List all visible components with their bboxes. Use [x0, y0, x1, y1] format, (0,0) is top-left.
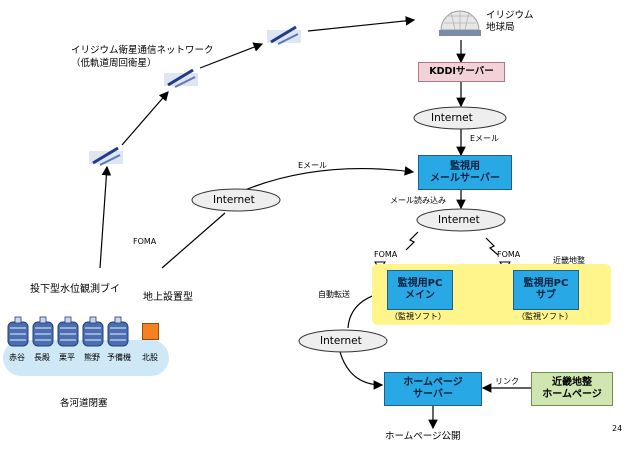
buoy-icon [32, 316, 54, 347]
cloud-internet-bottom [298, 329, 388, 353]
pc-sub-line1: 監視用PC [523, 278, 569, 289]
site-label: 長殿 [34, 353, 50, 362]
mail-server-line1: 監視用 [450, 160, 480, 172]
buoy-icon [57, 316, 79, 347]
homepage-server-line2: サーバー [413, 389, 453, 400]
site-label: 北股 [142, 353, 158, 362]
line-ground-to-internet [161, 212, 226, 269]
arrow-sat1-to-sat2 [121, 91, 169, 146]
kinki-homepage-line2: ホームページ [542, 389, 602, 400]
auto-forward-label: 自動転送 [318, 290, 350, 299]
site-label: 予備機 [107, 353, 131, 362]
arrow-sat3-to-station [307, 16, 416, 32]
site-label: 赤谷 [9, 353, 25, 362]
rivers-label: 各河道閉塞 [60, 398, 108, 409]
page-number: 24 [612, 424, 623, 433]
satellite-icon [164, 68, 198, 88]
kddi-server-label: KDDIサーバー [429, 66, 494, 78]
internet-top-label: Internet [431, 112, 473, 124]
buoy-icon [82, 316, 104, 347]
pc-main-box: 監視用PC メイン [387, 270, 453, 310]
homepage-server-line1: ホームページ [403, 377, 463, 388]
mail-server-line2: メールサーバー [430, 172, 500, 184]
kinki-homepage-box: 近畿地整 ホームページ [531, 372, 613, 406]
email-label-left: Eメール [298, 161, 328, 170]
pc-sub-line2: サブ [536, 290, 556, 301]
foma-pc1-label: FOMA [374, 250, 398, 259]
kddi-server-box: KDDIサーバー [418, 62, 505, 82]
site-label: 熊野 [84, 353, 100, 362]
satellite-network-subtitle: （低軌道周回衛星） [71, 58, 157, 69]
internet-mid-label: Internet [438, 214, 480, 226]
ground-station-dome-icon [439, 10, 481, 36]
arrow-internet-to-homepage [339, 351, 384, 390]
pc-sub-note: （監視ソフト） [517, 312, 573, 321]
ground-type-label: 地上設置型 [143, 292, 193, 303]
buoy-type-label: 投下型水位観測ブイ [30, 284, 120, 295]
cloud-internet-mid [416, 208, 506, 232]
arrow-sat2-to-sat3 [199, 42, 264, 69]
ground-station-device-icon [142, 323, 159, 340]
mail-read-label: メール読み込み [390, 196, 446, 205]
foma-signal-right [485, 237, 499, 256]
cloud-internet-top [413, 106, 507, 130]
pc-main-line2: メイン [405, 290, 435, 301]
link-label: リンク [495, 377, 519, 386]
site-label: 栗平 [59, 353, 75, 362]
ground-station-label-2: 地球局 [486, 22, 515, 33]
arrow-internet-to-mailserver-curve [244, 166, 415, 191]
arrow-buoy-to-sat1 [99, 165, 112, 269]
pc-sub-box: 監視用PC サブ [513, 270, 579, 310]
homepage-server-box: ホームページ サーバー [384, 372, 482, 406]
mail-server-box: 監視用 メールサーバー [418, 155, 512, 190]
buoy-row [7, 316, 129, 347]
cloud-internet-left [191, 188, 281, 212]
foma-left-label: FOMA [133, 237, 157, 246]
buoy-icon [107, 316, 129, 347]
internet-bottom-label: Internet [320, 335, 362, 347]
satellite-network-title: イリジウム衛星通信ネットワーク [71, 45, 214, 56]
kinki-homepage-line1: 近畿地整 [552, 377, 592, 388]
ground-station-label-1: イリジウム [486, 10, 534, 21]
internet-left-label: Internet [213, 194, 255, 206]
pc-main-line1: 監視用PC [397, 278, 443, 289]
satellite-icon [89, 146, 123, 166]
pc-main-note: （監視ソフト） [390, 312, 446, 321]
satellite-icon [267, 25, 301, 45]
foma-signal-left [405, 231, 419, 251]
foma-pc2-label: FOMA [497, 250, 521, 259]
homepage-public-label: ホームページ公開 [385, 431, 461, 442]
kinki-small-label: 近畿地整 [553, 256, 585, 265]
email-label-right: Eメール [470, 134, 500, 143]
buoy-icon [7, 316, 29, 347]
